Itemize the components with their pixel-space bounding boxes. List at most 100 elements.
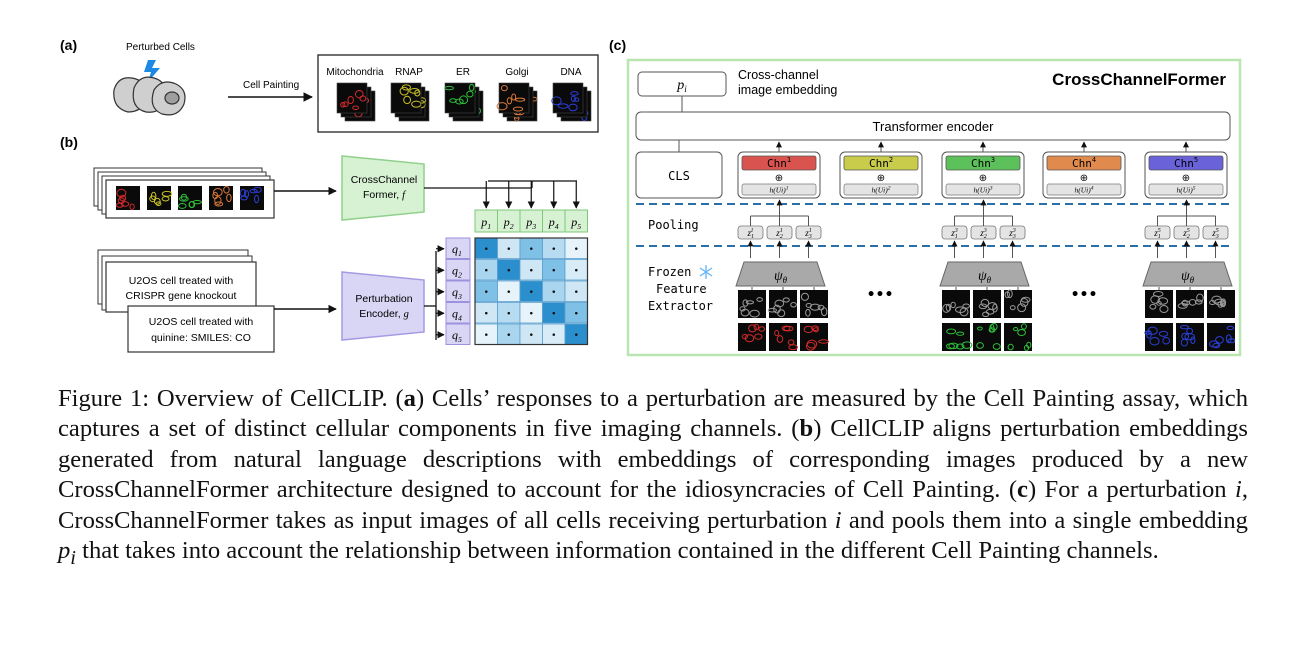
- caption-pi-sub: i: [70, 546, 76, 569]
- perturbation-encoder-shape: [341, 271, 425, 341]
- channel-image-golgi: [496, 82, 530, 114]
- channel-image-dna: [551, 82, 584, 114]
- channel-token-2: Chn2⊕h(Ui)2: [839, 141, 923, 199]
- matrix-dot: •: [551, 288, 556, 298]
- psi-theta-label: ψθ: [774, 269, 788, 285]
- panel-a: (a) Perturbed Cells Cell Painting Mitoch…: [60, 37, 599, 133]
- channel-token-1: Chn1⊕h(Ui)1: [737, 141, 821, 199]
- channel-token-label: Chn4: [1072, 156, 1096, 170]
- cls-label: CLS: [668, 169, 690, 183]
- matrix-dot: •: [551, 245, 556, 255]
- matrix-dot: •: [506, 288, 511, 298]
- channel-token-h: h(Ui)2: [872, 186, 891, 195]
- perturbation-encoder-line1: Perturbation: [355, 293, 412, 305]
- caption-i2: i: [834, 506, 842, 534]
- channel-label-dna: DNA: [560, 67, 581, 78]
- pooling-token: z31: [804, 228, 812, 240]
- caption-t3: ) For a perturbation: [1027, 476, 1235, 504]
- panel-b: (b) CrossChannel Former, f U2OS cell tre…: [60, 134, 589, 353]
- q-header-label: q4: [452, 307, 462, 323]
- feature-extractor-1: ψθ: [735, 261, 829, 351]
- pooling-token: z33: [1008, 228, 1016, 240]
- ellipsis-1: •••: [867, 287, 894, 303]
- text-card-2-line2: quinine: SMILES: CO: [151, 332, 251, 344]
- matrix-dot: •: [484, 310, 489, 320]
- channel-token-h: h(Ui)4: [1075, 185, 1094, 195]
- pi-output-label: pi: [676, 78, 687, 94]
- stack-image-er: [177, 186, 202, 210]
- matrix-border: [474, 237, 589, 346]
- perturbed-cells-label: Perturbed Cells: [126, 42, 195, 53]
- p-header-label: p1: [480, 215, 491, 231]
- channel-token-label: Chn1: [767, 156, 791, 170]
- channel-token-5: Chn5⊕h(Ui)5: [1144, 141, 1228, 199]
- lightning-icon: [144, 60, 160, 82]
- matrix-dot: •: [529, 267, 534, 277]
- text-card-1-line1: U2OS cell treated with: [129, 275, 234, 287]
- stack-image-rnap: [147, 186, 173, 210]
- channel-token-3: Chn3⊕h(Ui)3: [941, 141, 1025, 199]
- panel-c-label: (c): [609, 37, 626, 53]
- p-header-label: p2: [503, 215, 514, 231]
- pooling-label: Pooling: [648, 218, 699, 232]
- perturbation-encoder-line2: Encoder, g: [359, 308, 409, 320]
- p-header-cell: [564, 209, 588, 233]
- matrix-dot: •: [574, 267, 579, 277]
- q-header-label: q3: [452, 285, 462, 301]
- psi-theta-label: ψθ: [978, 269, 992, 285]
- matrix-dot: •: [551, 331, 556, 341]
- channel-token-label: Chn2: [869, 156, 893, 170]
- q-header-label: q1: [452, 242, 462, 258]
- caption-c: c: [1017, 476, 1028, 504]
- panel-b-label: (b): [60, 134, 78, 150]
- stack-image-golgi: [209, 185, 233, 210]
- q-header-cell: [445, 259, 471, 281]
- matrix-dot: •: [574, 288, 579, 298]
- matrix-dot: •: [551, 267, 556, 277]
- pooling-token: z35: [1211, 228, 1219, 240]
- matrix-dot: •: [484, 267, 489, 277]
- channel-token-label: Chn5: [1174, 156, 1198, 170]
- crosschannelformer-title: CrossChannelFormer: [1052, 70, 1226, 89]
- caption-t4: , CrossChannelFormer takes as input imag…: [58, 476, 1248, 534]
- caption-paragraph: Figure 1: Overview of CellCLIP. (a) Cell…: [58, 384, 1248, 573]
- transformer-encoder-box: [635, 111, 1231, 141]
- channel-token-4: Chn4⊕h(Ui)4: [1042, 141, 1126, 199]
- output-text-1: Cross-channel: [738, 68, 819, 82]
- matrix-dot: •: [484, 288, 489, 298]
- panel-a-label: (a): [60, 37, 77, 53]
- channel-token-h: h(Ui)3: [974, 186, 993, 195]
- feature-extractor-3: ψθ: [1142, 261, 1236, 351]
- matrix-dot: •: [506, 331, 511, 341]
- caption-pi: p: [58, 537, 71, 565]
- matrix-dot: •: [529, 331, 534, 341]
- oplus-icon: ⊕: [979, 173, 987, 184]
- caption-t6: that takes into account the relationship…: [76, 537, 1159, 565]
- stack-image-mitochondria: [115, 186, 140, 210]
- channel-image-er: [444, 82, 476, 114]
- caption-i1: i: [1234, 476, 1242, 504]
- matrix-dot: •: [506, 245, 511, 255]
- q-header-cell: [445, 280, 471, 302]
- matrix-dot: •: [574, 331, 579, 341]
- q-header-label: q2: [452, 264, 462, 280]
- cls-box: [635, 151, 723, 199]
- text-card-stack: U2OS cell treated with CRISPR gene knock…: [97, 249, 275, 353]
- extractor-label: Extractor: [648, 299, 713, 313]
- image-encoder-line1: CrossChannel: [351, 174, 418, 186]
- caption-b: b: [799, 415, 814, 443]
- q-header-cell: [445, 237, 471, 259]
- figure-caption: Figure 1: Overview of CellCLIP. (a) Cell…: [58, 384, 1248, 573]
- pooling-token: z13: [950, 228, 958, 240]
- pooling-token: z23: [979, 228, 987, 240]
- ellipsis-2: •••: [1071, 287, 1098, 303]
- crosschannelformer-frame: [626, 58, 1242, 357]
- panel-c: (c) CrossChannelFormer pi Cross-channel …: [609, 37, 1242, 357]
- channel-token-h: h(Ui)1: [770, 186, 789, 195]
- channel-image-mitochondria: [336, 82, 368, 114]
- figure-diagram: (a) Perturbed Cells Cell Painting Mitoch…: [60, 37, 1242, 357]
- pooling-group-2: z13 z23 z33: [941, 199, 1026, 258]
- cell-painting-arrow-label: Cell Painting: [243, 80, 299, 91]
